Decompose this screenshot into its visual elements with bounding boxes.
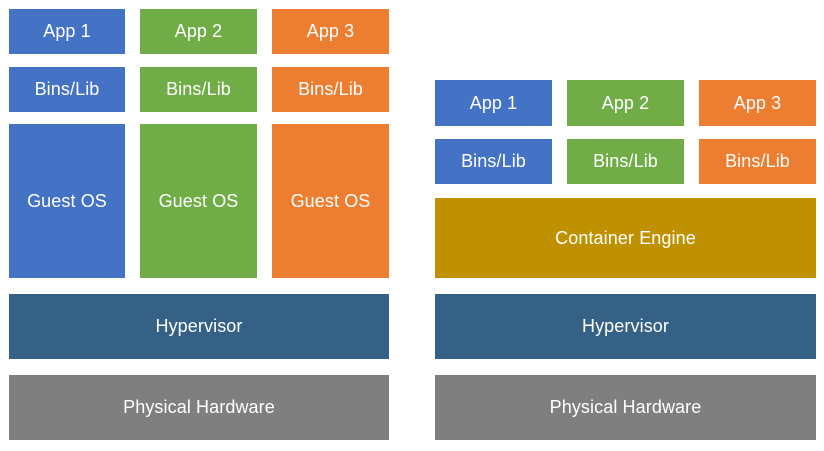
vm-hardware-block: Physical Hardware [9, 375, 389, 440]
vm-guest-os1-block: Guest OS [9, 124, 125, 278]
vm-lib2-block: Bins/Lib [140, 67, 257, 112]
ct-hardware-block: Physical Hardware [435, 375, 816, 440]
ct-lib2-block: Bins/Lib [567, 139, 684, 184]
vm-app1-block: App 1 [9, 9, 125, 54]
ct-container-engine-block: Container Engine [435, 198, 816, 278]
vm-lib3-block: Bins/Lib [272, 67, 389, 112]
vm-hypervisor-block: Hypervisor [9, 294, 389, 359]
ct-lib1-block: Bins/Lib [435, 139, 552, 184]
ct-hypervisor-block: Hypervisor [435, 294, 816, 359]
vm-lib1-block: Bins/Lib [9, 67, 125, 112]
vm-guest-os3-block: Guest OS [272, 124, 389, 278]
vm-app3-block: App 3 [272, 9, 389, 54]
vm-guest-os2-block: Guest OS [140, 124, 257, 278]
ct-app3-block: App 3 [699, 80, 816, 126]
ct-app1-block: App 1 [435, 80, 552, 126]
ct-lib3-block: Bins/Lib [699, 139, 816, 184]
ct-app2-block: App 2 [567, 80, 684, 126]
vm-app2-block: App 2 [140, 9, 257, 54]
